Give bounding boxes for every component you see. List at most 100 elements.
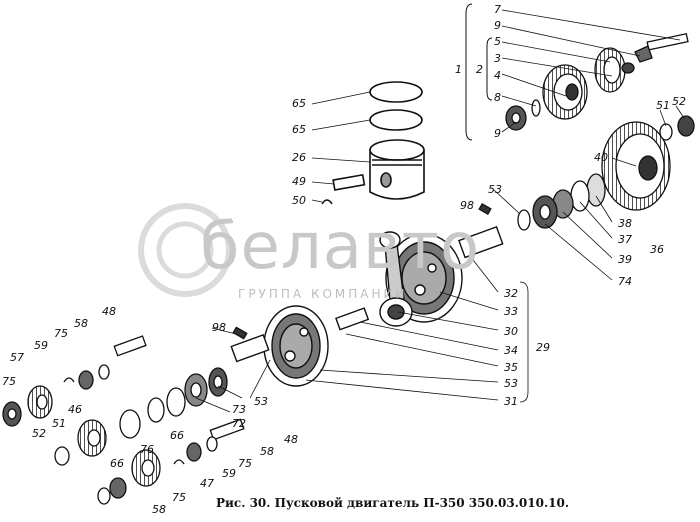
part-label-51b: 51 — [52, 417, 66, 430]
nut-52 — [677, 115, 695, 137]
part-label-1: 1 — [455, 63, 462, 76]
part-label-4: 4 — [494, 69, 501, 82]
part-label-8: 8 — [494, 91, 501, 104]
small-gear — [594, 47, 635, 93]
circlip-50 — [321, 199, 333, 205]
bearing-stack-36 — [517, 173, 606, 231]
part-label-9: 9 — [494, 19, 501, 32]
part-label-49: 49 — [292, 175, 306, 188]
washer-58-mid — [206, 436, 218, 452]
part-label-48: 48 — [102, 305, 116, 318]
crank-web-32 — [385, 233, 463, 323]
part-label-66b: 66 — [110, 457, 124, 470]
bearing-75-lower — [109, 477, 127, 499]
gear-46 — [77, 419, 107, 457]
shaft-48-upper — [113, 335, 147, 357]
key-98-top — [478, 203, 492, 215]
piston-pin-49 — [332, 173, 366, 191]
part-label-7: 7 — [494, 3, 501, 16]
part-label-30: 30 — [504, 325, 518, 338]
part-label-2: 2 — [476, 63, 483, 76]
gear-4 — [542, 64, 588, 120]
part-label-50: 50 — [292, 194, 306, 207]
part-label-58b: 58 — [260, 445, 274, 458]
gear-assembly-top — [505, 33, 689, 131]
part-label-53b: 53 — [504, 377, 518, 390]
watermark-text: белавто — [200, 210, 481, 284]
part-label-65a: 65 — [292, 97, 306, 110]
part-label-66: 66 — [170, 429, 184, 442]
shaft-48-lower — [209, 418, 245, 441]
part-label-5: 5 — [494, 35, 501, 48]
gear-47 — [131, 449, 161, 487]
part-label-73: 73 — [232, 403, 246, 416]
part-label-51: 51 — [656, 99, 670, 112]
part-label-35: 35 — [504, 361, 518, 374]
nut-9 — [505, 105, 527, 131]
part-label-98: 98 — [460, 199, 474, 212]
part-label-75c: 75 — [238, 457, 252, 470]
part-label-47: 47 — [200, 477, 214, 490]
part-label-53: 53 — [488, 183, 502, 196]
gear-40-group — [478, 115, 695, 231]
part-label-75: 75 — [54, 327, 68, 340]
bracket-1-2 — [465, 3, 493, 141]
part-label-58c: 58 — [152, 503, 166, 516]
piston-ring-65-lower — [369, 109, 423, 131]
washer-51 — [659, 123, 673, 141]
part-label-34: 34 — [504, 344, 518, 357]
watermark-logo — [138, 203, 232, 297]
washer-75-upper — [98, 364, 110, 380]
crank-web-31 — [263, 305, 329, 387]
piston-ring-65-upper — [369, 81, 423, 103]
part-label-52: 52 — [672, 95, 686, 108]
watermark-subtitle: ГРУППА КОМПАНИЙ — [238, 287, 408, 301]
part-label-48b: 48 — [284, 433, 298, 446]
connecting-rod-30 — [379, 231, 413, 327]
part-label-59: 59 — [34, 339, 48, 352]
part-label-98b: 98 — [212, 321, 226, 334]
bearing-75-mid — [186, 442, 202, 462]
ring-76 — [147, 397, 165, 423]
ring-66 — [166, 387, 186, 417]
leader-lines — [195, 9, 685, 413]
left-bearings — [2, 335, 245, 505]
circlip-59-lower — [173, 459, 185, 465]
part-label-75d: 75 — [172, 491, 186, 504]
part-label-39: 39 — [618, 253, 632, 266]
spring-ring — [119, 409, 141, 439]
washer-52 — [54, 446, 70, 466]
part-label-58: 58 — [74, 317, 88, 330]
crankshaft-29 — [230, 225, 504, 387]
part-label-76: 76 — [140, 443, 154, 456]
washer-58-lower — [97, 487, 111, 505]
part-label-75b: 75 — [2, 375, 16, 388]
circlip-59-upper — [63, 377, 75, 383]
part-label-3: 3 — [494, 52, 501, 65]
part-label-36: 36 — [650, 243, 664, 256]
part-label-74: 74 — [618, 275, 632, 288]
key-98-left — [232, 326, 248, 340]
gear-57 — [27, 385, 53, 419]
part-label-37: 37 — [618, 233, 632, 246]
part-label-9b: 9 — [494, 127, 501, 140]
part-label-46: 46 — [68, 403, 82, 416]
part-label-40: 40 — [594, 151, 608, 164]
part-label-32: 32 — [504, 287, 518, 300]
part-label-31: 31 — [504, 395, 518, 408]
part-label-57: 57 — [10, 351, 24, 364]
figure-caption: Рис. 30. Пусковой двигатель П-350 350.03… — [216, 496, 570, 510]
part-label-59b: 59 — [222, 467, 236, 480]
gear-40 — [601, 121, 671, 211]
part-label-29: 29 — [536, 341, 550, 354]
bearing-58-upper — [78, 370, 94, 390]
part-label-38: 38 — [618, 217, 632, 230]
part-label-72: 72 — [232, 417, 246, 430]
crank-pin-34 — [335, 307, 370, 331]
piston-group — [321, 81, 425, 205]
part-label-52b: 52 — [32, 427, 46, 440]
part-label-26: 26 — [292, 151, 306, 164]
part-label-65b: 65 — [292, 123, 306, 136]
